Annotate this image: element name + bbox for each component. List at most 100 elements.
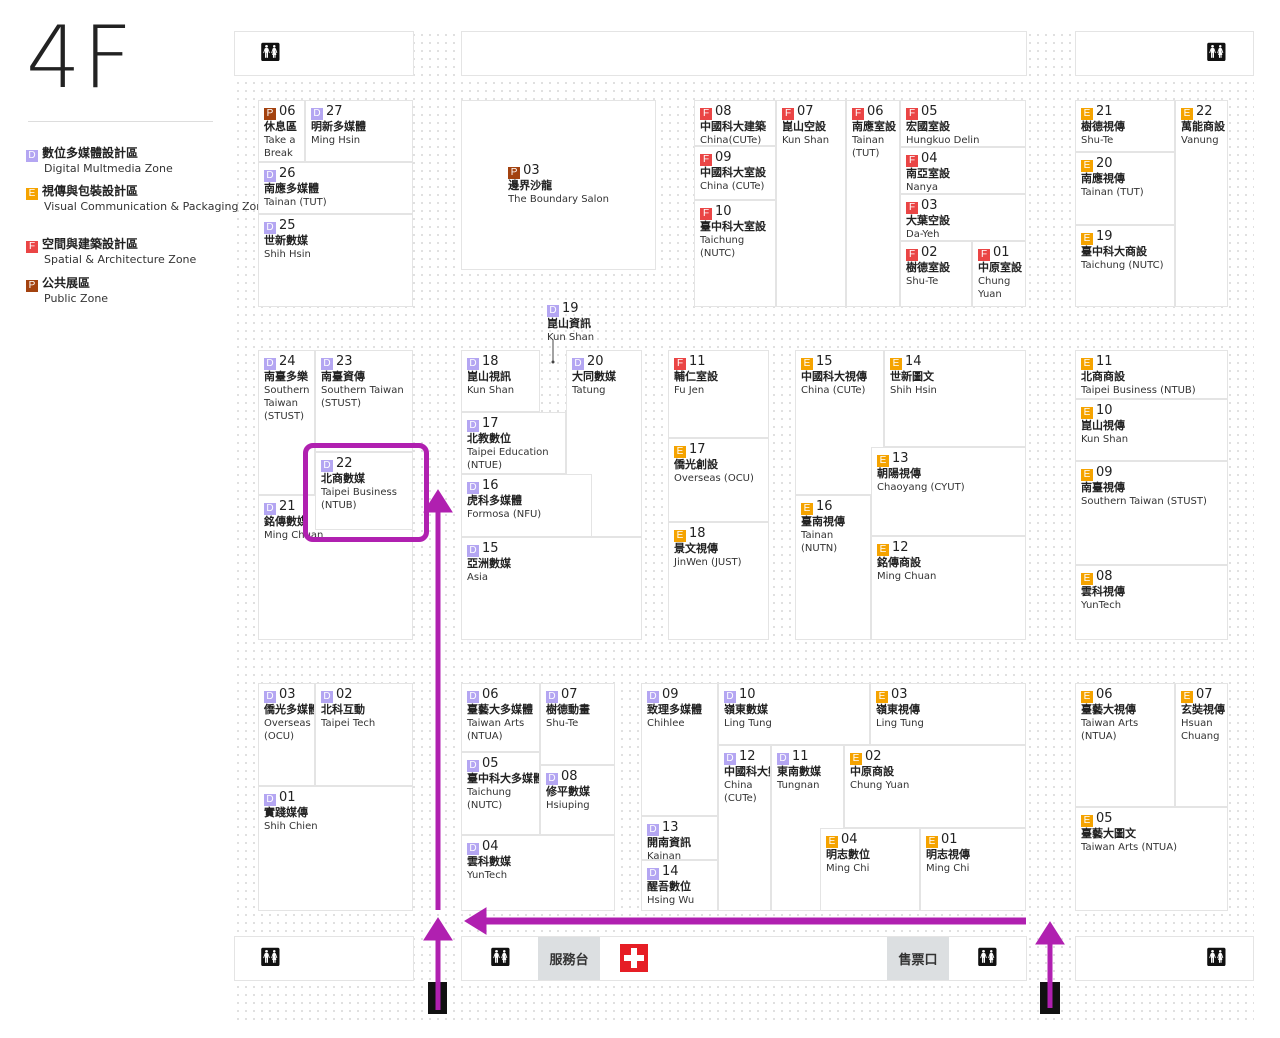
booth-name-zh: 臺藝大圖文 (1081, 827, 1136, 840)
restroom-icon[interactable]: 🚻︎ (259, 42, 282, 63)
booth-name-zh: 銘傳商設 (877, 556, 921, 569)
zone-badge: D (264, 170, 276, 182)
restroom-icon[interactable]: 🚻︎ (489, 947, 512, 968)
booth-name-zh: 玄奘視傳 (1181, 703, 1225, 716)
zone-badge: D (724, 691, 736, 703)
ticket-office[interactable]: 售票口 (887, 937, 949, 980)
route-arrowhead (1035, 921, 1065, 945)
first-aid-icon[interactable] (620, 944, 648, 972)
restroom-icon[interactable]: 🚻︎ (1205, 947, 1228, 968)
booth-number-text: 14 (905, 354, 922, 369)
zone-badge: E (1081, 407, 1093, 419)
booth-name-zh: 中國科大視傳 (801, 370, 867, 383)
booth-name-zh: 臺中科大商設 (1081, 245, 1147, 258)
legend-en: Spatial & Architecture Zone (44, 253, 197, 266)
booth-number-text: 08 (715, 104, 732, 119)
zone-badge: E (877, 455, 889, 467)
booth-name-en: China (CUTe) (801, 385, 866, 396)
booth-name-en: Taiwan Arts (NTUA) (1081, 718, 1139, 742)
booth-name-zh: 亞洲數媒 (467, 557, 511, 570)
zone-badge: D (467, 420, 479, 432)
booth-name-en: Taichung (NUTC) (467, 787, 512, 811)
booth-name-zh: 崑山空設 (782, 120, 826, 133)
booth-name-zh: 臺中科大室設 (700, 220, 766, 233)
top-right-bar (1075, 31, 1254, 76)
booth-name-en: Tainan (NUTN) (801, 530, 838, 554)
booth-name-en: Chung Yuan (850, 780, 910, 791)
zone-badge: D (777, 753, 789, 765)
booth-name-zh: 南應視傳 (1081, 172, 1125, 185)
booth-number-text: 09 (662, 687, 679, 702)
zone-badge: E (1081, 160, 1093, 172)
booth-name-zh: 雲科數媒 (467, 855, 511, 868)
restroom-icon[interactable]: 🚻︎ (259, 947, 282, 968)
service-desk[interactable]: 服務台 (538, 937, 600, 980)
restroom-icon[interactable]: 🚻︎ (1205, 42, 1228, 63)
zone-badge: D (321, 691, 333, 703)
restroom-icon[interactable]: 🚻︎ (976, 947, 999, 968)
booth-d12[interactable]: D12中國科大數媒China (CUTe) (718, 745, 771, 911)
